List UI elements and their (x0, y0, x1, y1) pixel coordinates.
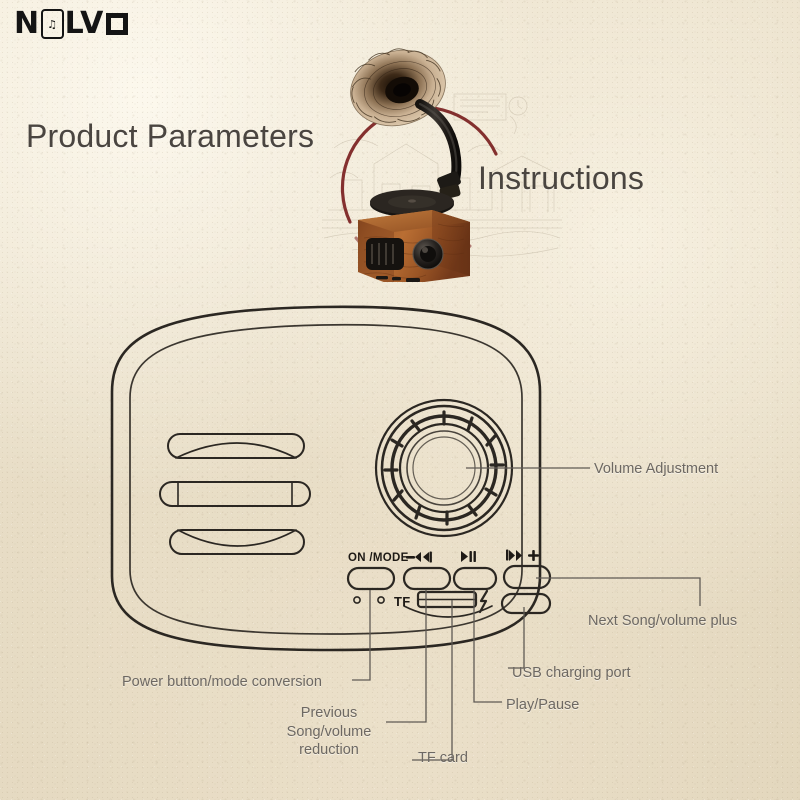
heading-instructions: Instructions (478, 160, 645, 196)
callout-tf-card: TF card (418, 750, 468, 766)
callout-volume-adjustment: Volume Adjustment (594, 461, 719, 477)
callout-previous-song-volume-reduction: Previous Song/volume reduction (277, 704, 381, 760)
square-outline-icon (105, 13, 128, 35)
svg-text:ON /MODE: ON /MODE (348, 552, 409, 564)
callout-next-song-volume-plus: Next Song/volume plus (588, 613, 738, 629)
callout-previous-line2: Song/volume (286, 723, 372, 740)
brand-logo: N ♫ LV (14, 5, 128, 43)
heading-product-parameters: Product Parameters (26, 118, 315, 154)
speaker-music-icon: ♫ (40, 9, 64, 39)
svg-text:TF: TF (394, 594, 410, 609)
callout-power-button-mode-conversion: Power button/mode conversion (122, 674, 322, 690)
logo-text-part2: LV (64, 6, 104, 41)
callout-play-pause: Play/Pause (506, 697, 580, 713)
logo-text-part1: N (14, 6, 40, 41)
callout-usb-charging-port: USB charging port (512, 665, 631, 681)
gramophone-speaker-photo (340, 48, 498, 282)
callout-previous-line3: reduction (299, 742, 359, 759)
callout-previous-line1: Previous (300, 705, 358, 721)
logo-note-glyph: ♫ (47, 17, 58, 31)
